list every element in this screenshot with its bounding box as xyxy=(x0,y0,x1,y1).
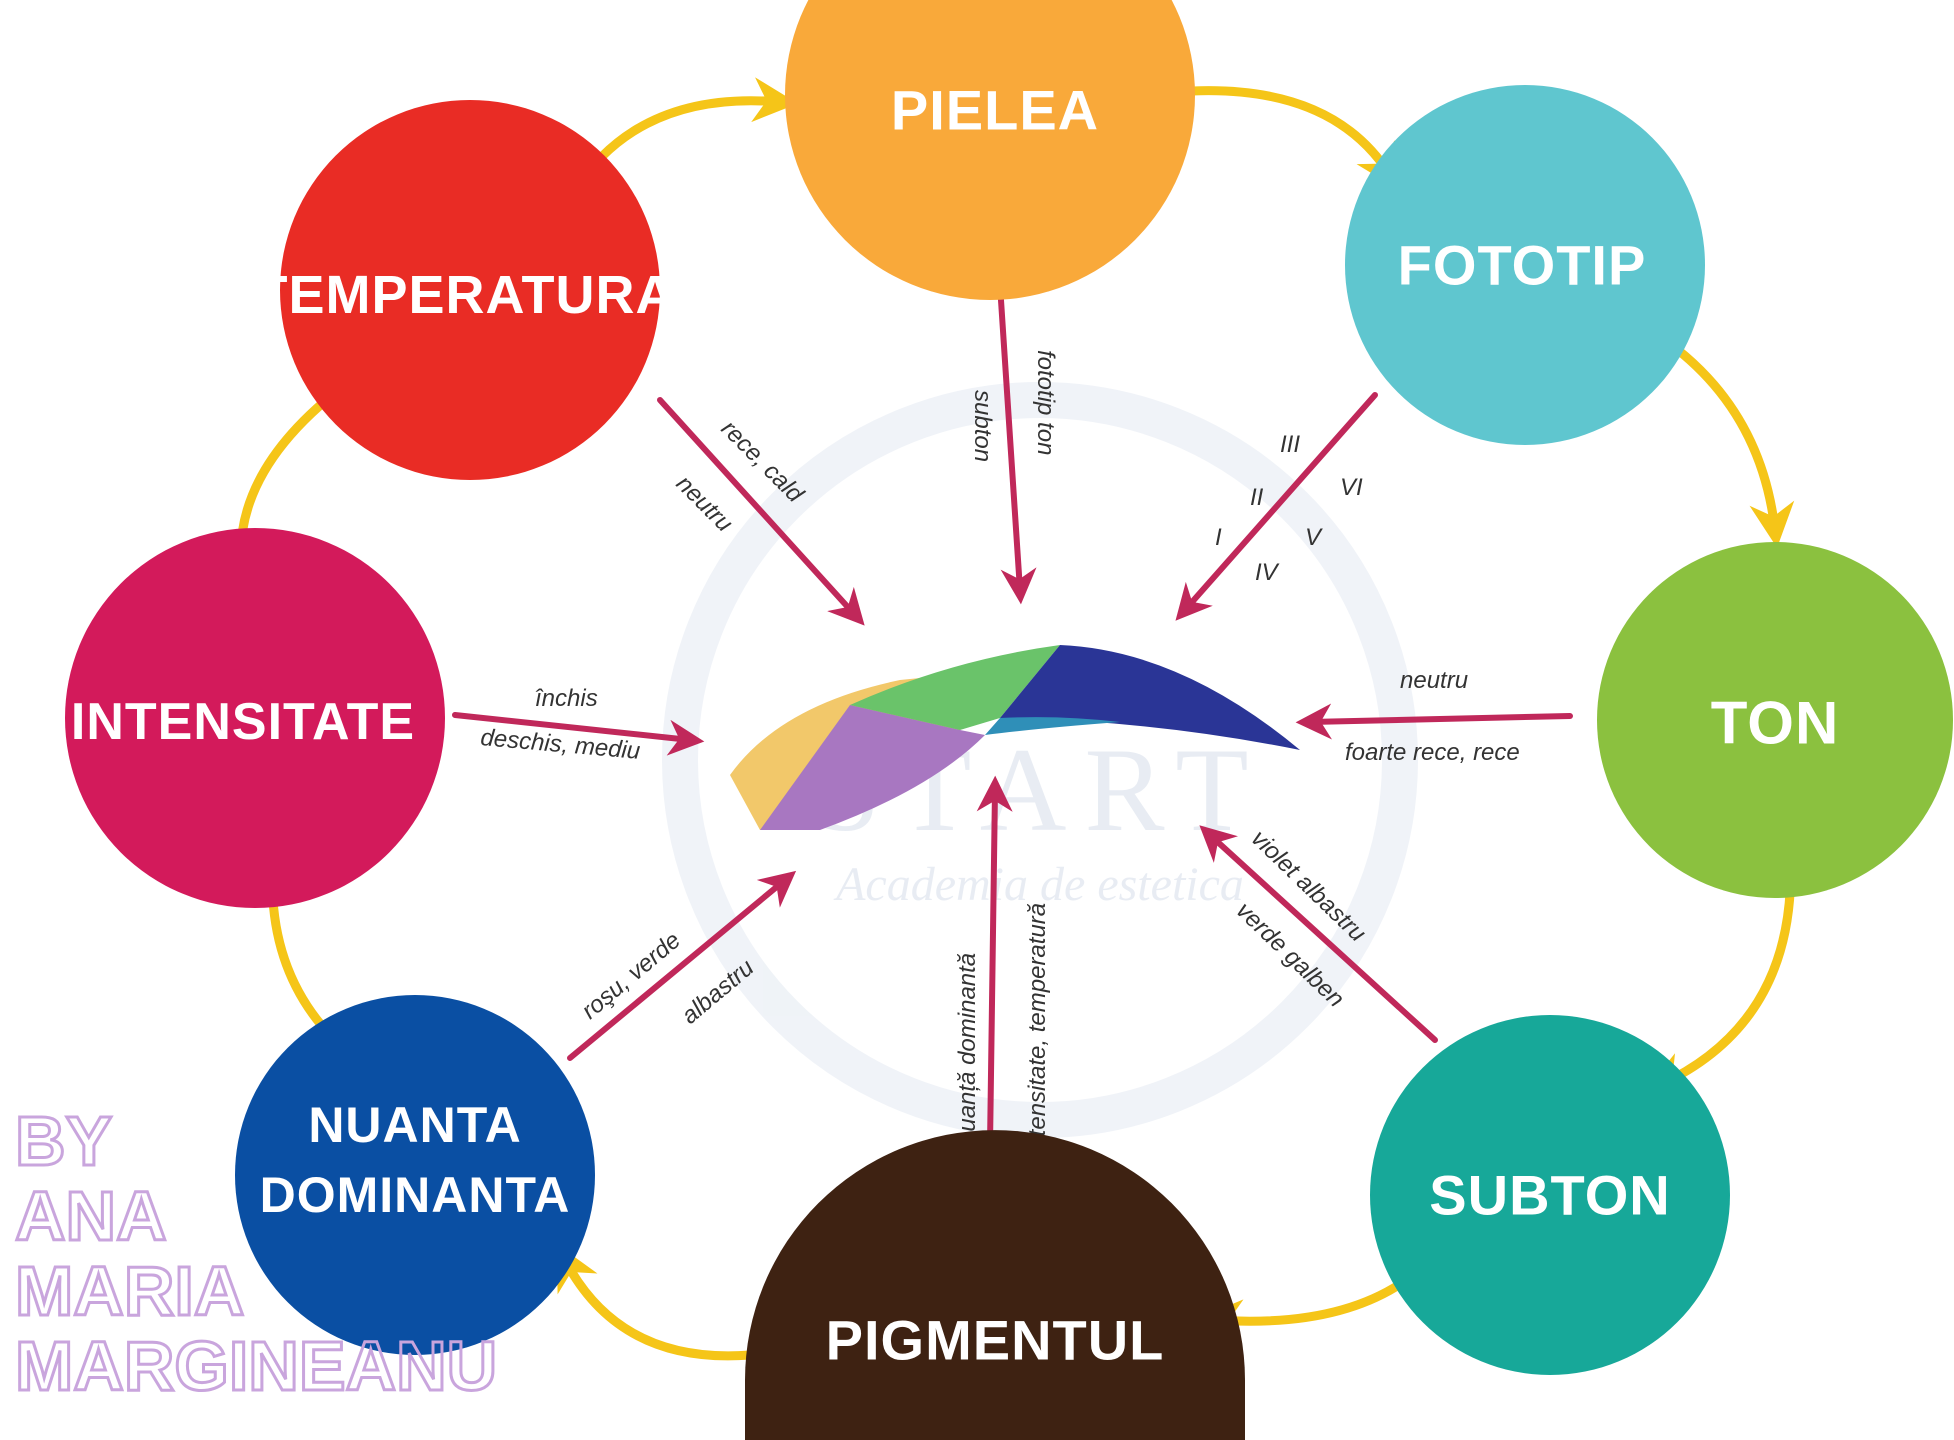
node-ton: TON xyxy=(1597,542,1953,898)
watermark-tagline: Academia de estetica xyxy=(833,858,1244,911)
node-label-pigmentul: PIGMENTUL xyxy=(826,1309,1165,1372)
node-label-intensitate: INTENSITATE xyxy=(71,693,415,751)
node-label-nuanta-line2: DOMINANTA xyxy=(260,1167,571,1223)
node-circle-fototip xyxy=(1345,85,1705,445)
label-pielea-left: subton xyxy=(969,390,996,462)
shape-segment-teal xyxy=(985,717,1120,735)
node-pigmentul: PIGMENTUL xyxy=(745,1130,1245,1440)
author-credit: BY ANA MARIA MARGINEANU xyxy=(14,1101,499,1407)
node-circle-temperatura xyxy=(280,100,660,480)
author-line-1: BY xyxy=(15,1102,112,1180)
node-label-temperatura: TEMPERATURA xyxy=(255,265,676,325)
pointer-arrow-temperatura xyxy=(657,397,865,626)
node-nuanta-dominanta: NUANTA DOMINANTA xyxy=(235,995,595,1355)
label-fototip-numeral-4: IV xyxy=(1255,559,1280,586)
label-fototip-numeral-5: V xyxy=(1305,524,1323,551)
node-circle-intensitate xyxy=(65,528,445,908)
label-intensitate-top: închis xyxy=(535,685,598,712)
central-color-shape xyxy=(730,645,1300,830)
pointer-arrow-ton xyxy=(1295,703,1573,740)
author-line-4: MARGINEANU xyxy=(15,1327,497,1405)
node-label-fototip: FOTOTIP xyxy=(1398,234,1647,297)
watermark: START Academia de estetica xyxy=(662,382,1418,1138)
cycle-arrow-pigmentul-nuanta xyxy=(556,1244,755,1361)
label-ton-bottom: foarte rece, rece xyxy=(1345,739,1520,766)
node-label-pielea: PIELEA xyxy=(891,79,1099,142)
node-pielea: PIELEA xyxy=(785,0,1195,300)
pointer-arrow-fototip xyxy=(1175,392,1378,621)
label-fototip-numeral-1: I xyxy=(1215,524,1222,551)
label-pigmentul-left: nuanță dominantă xyxy=(954,953,981,1145)
cycle-arrows xyxy=(236,77,1796,1361)
author-line-3: MARIA xyxy=(15,1252,244,1330)
node-circle-nuanta xyxy=(235,995,595,1355)
node-shape-pigmentul xyxy=(745,1130,1245,1440)
node-circle-subton xyxy=(1370,1015,1730,1375)
node-temperatura: TEMPERATURA xyxy=(255,100,676,480)
shape-segment-navy xyxy=(1000,645,1300,750)
node-intensitate: INTENSITATE xyxy=(65,528,445,908)
node-label-ton: TON xyxy=(1711,690,1840,757)
pointer-arrow-pigmentul xyxy=(976,775,1013,1148)
pointer-arrow-pielea xyxy=(997,282,1037,605)
label-temperatura-top: rece, cald xyxy=(716,415,809,508)
label-fototip-numeral-6: VI xyxy=(1340,474,1363,501)
label-pigmentul-right: intensitate, temperatură xyxy=(1024,903,1051,1155)
node-subton: SUBTON xyxy=(1370,1015,1730,1375)
cycle-arrow-pielea-fototip xyxy=(1170,86,1400,191)
node-circle-pielea xyxy=(785,0,1195,300)
label-pielea-right: fototip ton xyxy=(1032,350,1059,455)
pointer-arrow-subton xyxy=(1199,825,1438,1043)
node-label-subton: SUBTON xyxy=(1429,1164,1670,1227)
watermark-ring xyxy=(662,382,1418,1138)
label-ton-top: neutru xyxy=(1400,667,1468,694)
label-fototip-numeral-2: II xyxy=(1250,484,1264,511)
shape-segment-green xyxy=(850,645,1060,730)
label-fototip-numeral-3: III xyxy=(1280,431,1300,458)
shape-segment-violet xyxy=(760,705,985,830)
pointer-arrow-nuanta xyxy=(567,870,797,1061)
pointer-arrows xyxy=(452,282,1573,1148)
node-circle-ton xyxy=(1597,542,1953,898)
author-line-2: ANA xyxy=(15,1177,167,1255)
pointer-arrow-intensitate xyxy=(452,712,705,756)
label-temperatura-bottom: neutru xyxy=(671,470,738,537)
node-label-nuanta-line1: NUANTA xyxy=(308,1097,521,1153)
node-fototip: FOTOTIP xyxy=(1345,85,1705,445)
